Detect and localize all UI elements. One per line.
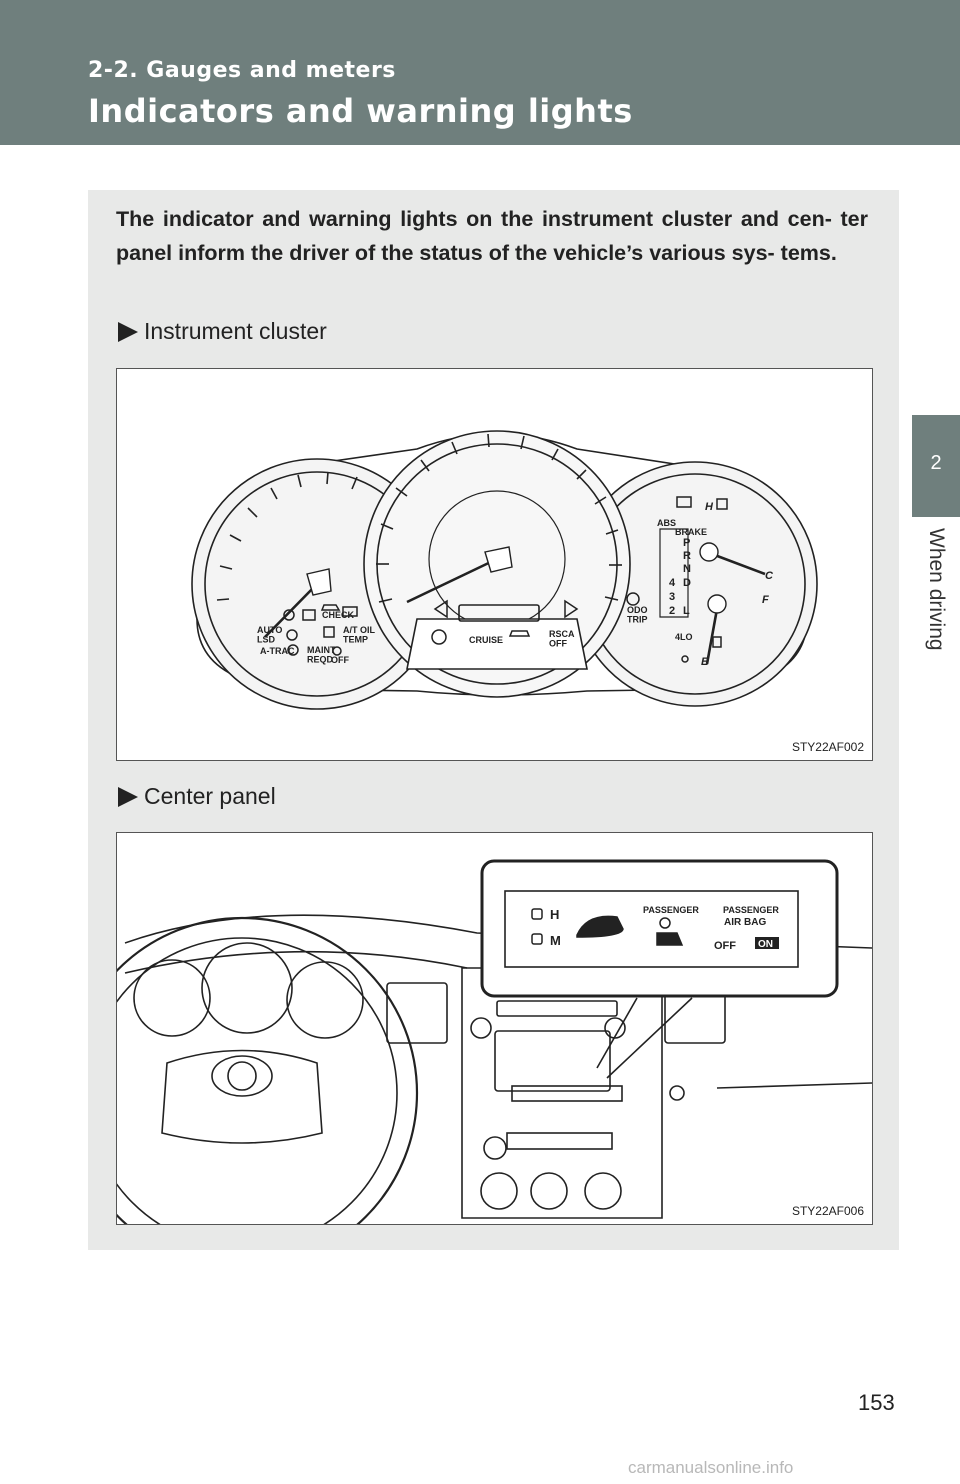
turn-right-icon	[564, 599, 579, 619]
svg-text:R: R	[683, 550, 691, 562]
four-lo-label: 4LO	[675, 632, 693, 642]
passenger-airbag-label: PASSENGER	[723, 905, 779, 915]
subheading-instrument-cluster: Instrument cluster	[118, 318, 327, 345]
center-panel-illustration: H M PASSENGER PASSENGER AIR BAG OFF ON	[117, 859, 872, 1224]
a-trac-label: A-TRAC	[260, 646, 295, 656]
seatbelt-warning-icon	[283, 609, 295, 621]
triangle-bullet-icon	[118, 787, 138, 807]
tire-pressure-icon	[431, 629, 447, 645]
m-label: M	[550, 933, 561, 948]
svg-text:D: D	[683, 577, 691, 589]
figure-code: STY22AF006	[791, 1204, 864, 1218]
hazard-knob-icon	[669, 1085, 685, 1101]
fuel-dot-icon	[681, 655, 689, 663]
svg-text:C: C	[765, 570, 774, 582]
fuel-pump-icon	[712, 636, 722, 648]
center-gauge-ticks	[376, 433, 622, 603]
abs-label: ABS	[657, 518, 676, 528]
brake-label: BRAKE	[675, 527, 707, 537]
high-beam-icon	[676, 496, 692, 508]
page-number: 153	[858, 1390, 895, 1415]
chapter-tab-label: When driving	[925, 528, 948, 651]
check-label: CHECK	[322, 610, 355, 620]
figure-code: STY22AF002	[791, 740, 864, 754]
triangle-bullet-icon	[118, 322, 138, 342]
check-engine-icon	[320, 604, 341, 611]
slip-indicator-icon	[287, 644, 299, 656]
indicator-display	[504, 890, 799, 968]
svg-text:F: F	[762, 594, 769, 606]
svg-text:E: E	[701, 656, 709, 668]
svg-text:L: L	[683, 605, 690, 617]
off-label: OFF	[331, 655, 349, 665]
airbag-on-label: ON	[758, 939, 773, 950]
svg-text:H: H	[705, 501, 714, 513]
air-bag-label: AIR BAG	[724, 917, 766, 928]
page-header: 2-2. Gauges and meters Indicators and wa…	[0, 0, 960, 145]
airbag-on-indicator	[755, 937, 779, 949]
watermark: carmanualsonline.info	[628, 1458, 794, 1477]
passenger-seatbelt-icon	[659, 917, 671, 929]
odo-trip-knob-icon[interactable]	[626, 592, 640, 606]
m-indicator-box	[531, 933, 543, 945]
trac-off-icon	[332, 646, 342, 656]
center-panel-figure: H M PASSENGER PASSENGER AIR BAG OFF ON S…	[116, 832, 873, 1225]
svg-text:P: P	[683, 537, 690, 549]
section-label: 2-2. Gauges and meters	[88, 58, 396, 83]
gear-letters: P R N 4 D 3 2 L H C F E	[669, 501, 774, 668]
turn-left-icon	[433, 599, 448, 619]
svg-text:N: N	[683, 563, 691, 575]
left-gauge-ticks	[216, 471, 358, 601]
engine-temp-icon	[716, 498, 728, 510]
light-icon	[286, 629, 298, 641]
toyota-logo-icon	[211, 1055, 273, 1097]
oil-pressure-icon	[508, 630, 531, 637]
chapter-tab-number[interactable]: 2	[912, 415, 960, 517]
airbag-off-label: OFF	[714, 940, 736, 952]
subheading-center-panel: Center panel	[118, 783, 276, 810]
battery-icon	[342, 606, 358, 617]
h-label: H	[550, 907, 559, 922]
airbag-warning-icon	[302, 609, 316, 621]
immobilizer-car-icon	[576, 915, 624, 938]
svg-text:4: 4	[669, 577, 676, 589]
tpms-icon	[323, 626, 335, 638]
passenger-seatbelt-label: PASSENGER	[643, 905, 699, 915]
h-indicator-box	[531, 908, 543, 920]
svg-text:3: 3	[669, 591, 675, 603]
cruise-label: CRUISE	[469, 635, 503, 645]
intro-paragraph: The indicator and warning lights on the …	[116, 207, 868, 265]
svg-text:2: 2	[669, 605, 675, 617]
page-title: Indicators and warning lights	[88, 92, 633, 130]
gear-indicator-panel	[659, 528, 689, 618]
